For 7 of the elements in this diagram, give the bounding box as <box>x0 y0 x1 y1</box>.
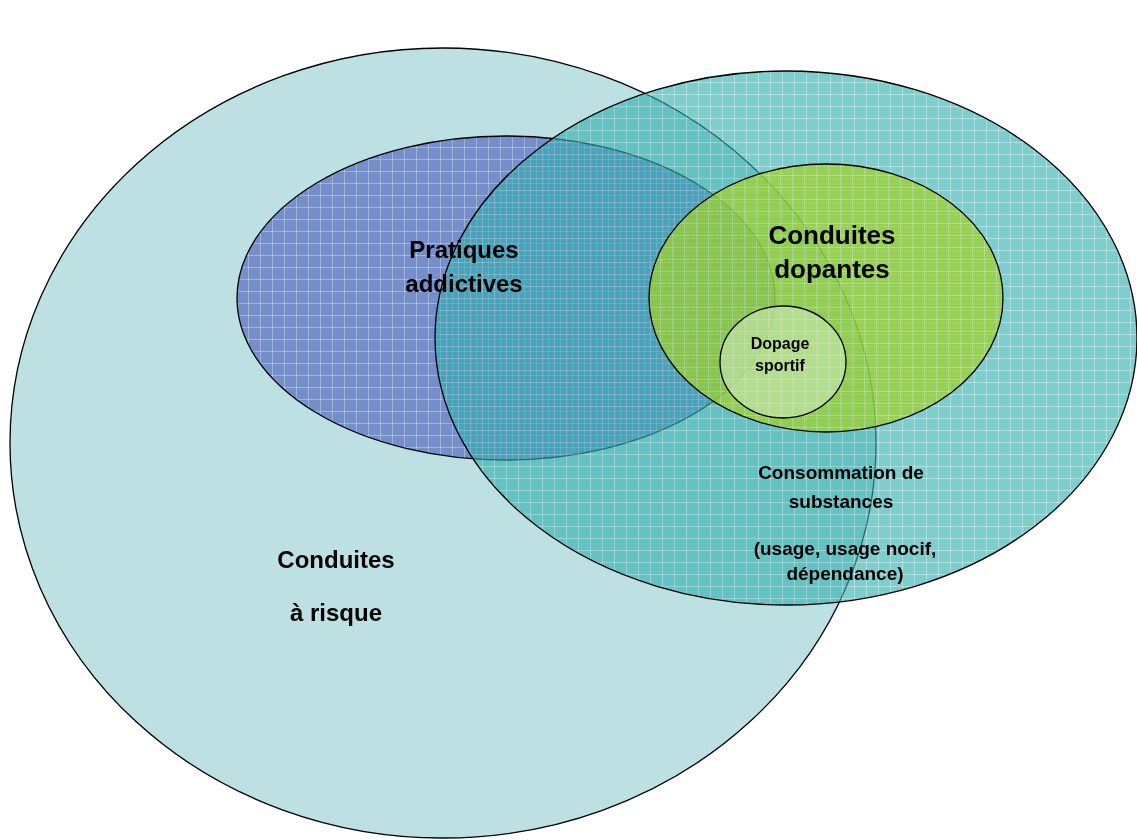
region-label: Conduites à risque <box>276 545 396 628</box>
region-label: (usage, usage nocif, dépendance) <box>752 537 938 586</box>
region-label: Conduites dopantes <box>767 219 897 286</box>
sport-doping-circle <box>719 305 847 419</box>
doping-behaviour-ellipse <box>648 163 1004 433</box>
region-label: Consommation de substances <box>757 460 925 514</box>
region-label: Dopage sportif <box>749 334 811 376</box>
